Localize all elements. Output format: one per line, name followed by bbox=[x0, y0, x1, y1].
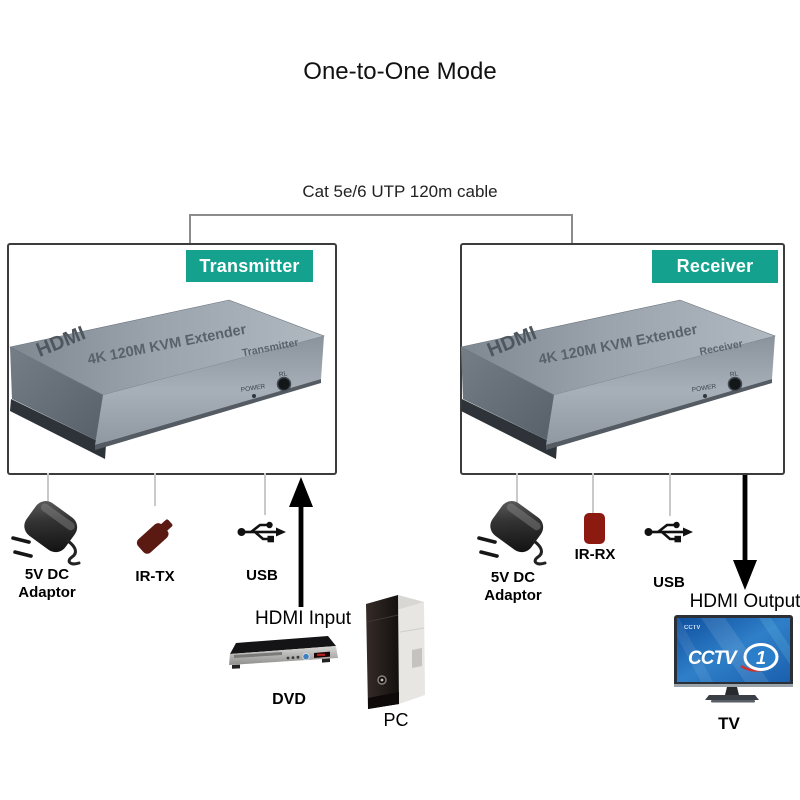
rl-knob bbox=[276, 376, 292, 392]
rx-ir-label: IR-RX bbox=[574, 546, 616, 563]
device-knob-label: RL bbox=[278, 370, 288, 378]
tx-power-adapter-icon bbox=[11, 501, 81, 566]
tx-usb-label: USB bbox=[246, 567, 278, 584]
device-left-side bbox=[10, 347, 106, 445]
device-base-shadow bbox=[10, 399, 106, 459]
cable-bracket-horizontal bbox=[190, 214, 573, 216]
device-power-label: POWER bbox=[691, 383, 717, 394]
device-front-face bbox=[95, 336, 324, 445]
pc-label: PC bbox=[383, 710, 409, 730]
hdmi-output-label: HDMI Output bbox=[689, 591, 800, 612]
device-power-label: POWER bbox=[240, 383, 266, 394]
page-title: One-to-One Mode bbox=[303, 58, 497, 85]
rx-usb-line bbox=[669, 473, 671, 516]
rx-ir-receiver-icon bbox=[584, 513, 605, 544]
tx-ir-line bbox=[154, 473, 156, 506]
rx-power-line bbox=[516, 473, 518, 503]
rx-usb-label: USB bbox=[653, 574, 685, 591]
hdmi-input-label: HDMI Input bbox=[254, 608, 352, 629]
device-knob-label: RL bbox=[729, 370, 739, 378]
rl-knob bbox=[727, 376, 743, 392]
tx-usb-icon bbox=[237, 521, 286, 543]
rx-power-label: 5V DC Adaptor bbox=[484, 569, 542, 604]
device-front-face bbox=[546, 336, 775, 445]
tv-image: CCTV CCTV 1 bbox=[674, 615, 793, 703]
cable-bracket-right-drop bbox=[571, 214, 573, 243]
tx-power-line bbox=[47, 473, 49, 503]
pc-tower-image bbox=[366, 595, 425, 709]
tv-screen-watermark: CCTV bbox=[684, 625, 700, 631]
tx-usb-line bbox=[264, 473, 266, 515]
device-left-side bbox=[461, 347, 557, 445]
device-base-shadow bbox=[461, 399, 557, 459]
dvd-label: DVD bbox=[272, 691, 306, 708]
power-led-hole bbox=[703, 394, 707, 398]
power-led-hole bbox=[252, 394, 256, 398]
device-bottom-edge bbox=[95, 379, 321, 450]
hdmi-output-arrow-icon bbox=[733, 475, 757, 590]
tv-label: TV bbox=[718, 714, 740, 733]
receiver-box bbox=[460, 243, 785, 475]
cable-label: Cat 5e/6 UTP 120m cable bbox=[302, 182, 498, 201]
tv-logo-text: CCTV bbox=[688, 648, 738, 669]
dvd-player-image bbox=[229, 636, 338, 669]
device-bottom-edge bbox=[546, 379, 772, 450]
hdmi-input-arrow-icon bbox=[289, 477, 313, 607]
receiver-device-image: HDMI 4K 120M KVM Extender Receiver POWER… bbox=[460, 299, 776, 459]
transmitter-device-image: HDMI 4K 120M KVM Extender Transmitter PO… bbox=[9, 299, 325, 459]
receiver-tag: Receiver bbox=[652, 250, 778, 283]
tv-logo-channel: 1 bbox=[756, 648, 766, 668]
transmitter-tag: Transmitter bbox=[186, 250, 313, 282]
tx-ir-emitter-icon bbox=[136, 519, 173, 554]
rx-usb-icon bbox=[644, 521, 693, 543]
rx-ir-line bbox=[592, 473, 594, 513]
tx-power-label: 5V DC Adaptor bbox=[18, 566, 76, 601]
rx-power-adapter-icon bbox=[477, 501, 547, 566]
cable-bracket-left-drop bbox=[189, 214, 191, 243]
tx-ir-label: IR-TX bbox=[135, 568, 175, 585]
transmitter-box bbox=[7, 243, 337, 475]
